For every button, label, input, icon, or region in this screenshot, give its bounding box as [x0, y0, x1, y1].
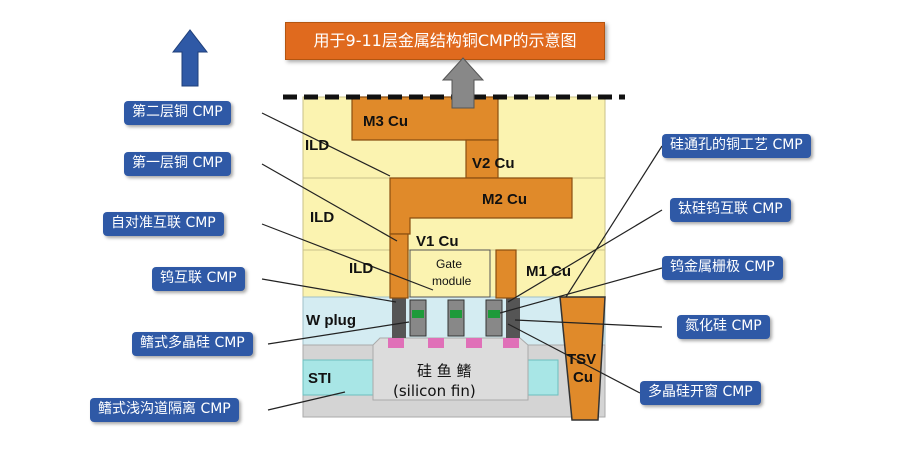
label-self-aligned-cmp: 自对准互联 CMP: [103, 212, 224, 236]
m1-label: M1 Cu: [526, 263, 571, 280]
cmp-arrow-icon: [441, 57, 485, 109]
m1-copper: [495, 249, 517, 299]
w-plug: [506, 298, 520, 338]
label-tisiw-cmp: 钛硅钨互联 CMP: [670, 198, 791, 222]
ild-label: ILD: [305, 137, 329, 154]
gate-label: Gate: [436, 257, 462, 271]
wplug-label: W plug: [306, 312, 356, 329]
w-plug: [392, 298, 406, 338]
tsv-copper: [559, 296, 606, 421]
doping-pad: [503, 338, 519, 348]
v2-label: V2 Cu: [472, 155, 515, 172]
diagram-title: 用于9-11层金属结构铜CMP的示意图: [285, 22, 605, 60]
label-tungsten-gate-cmp: 钨金属栅极 CMP: [662, 256, 783, 280]
label-fin-sti-cmp: 鳍式浅沟道隔离 CMP: [90, 398, 239, 422]
gate-module: [409, 249, 491, 298]
label-silicon-nitride-cmp: 氮化硅 CMP: [677, 315, 770, 339]
label-tungsten-interconnect-cmp: 钨互联 CMP: [152, 267, 245, 291]
label-fin-poly-cmp: 鳍式多晶硅 CMP: [132, 332, 253, 356]
label-tsv-copper-cmp: 硅通孔的铜工艺 CMP: [662, 134, 811, 158]
v1-label: V1 Cu: [416, 233, 459, 250]
gate-stacks: [409, 299, 503, 337]
doping-pad: [428, 338, 444, 348]
connector-lines: [261, 112, 663, 411]
ild-label: ILD: [310, 209, 334, 226]
gate-label: module: [432, 274, 472, 288]
fin-label: (silicon fin): [393, 382, 476, 400]
m2-label: M2 Cu: [482, 191, 527, 208]
up-arrow-icon: [171, 29, 209, 87]
label-second-copper-cmp: 第二层铜 CMP: [124, 101, 231, 125]
m3-label: M3 Cu: [363, 113, 408, 130]
doping-pad: [388, 338, 404, 348]
sti-label: STI: [308, 370, 331, 387]
tsv-label: Cu: [573, 369, 593, 386]
v1-copper: [389, 233, 409, 299]
ild-label: ILD: [349, 260, 373, 277]
label-poly-open-cmp: 多晶硅开窗 CMP: [640, 381, 761, 405]
tsv-label: TSV: [567, 351, 596, 368]
fin-label: 硅 鱼 鳍: [417, 362, 472, 380]
label-first-copper-cmp: 第一层铜 CMP: [124, 152, 231, 176]
doping-pad: [466, 338, 482, 348]
silicon-fin: [372, 337, 529, 401]
sti-region: [302, 359, 374, 396]
